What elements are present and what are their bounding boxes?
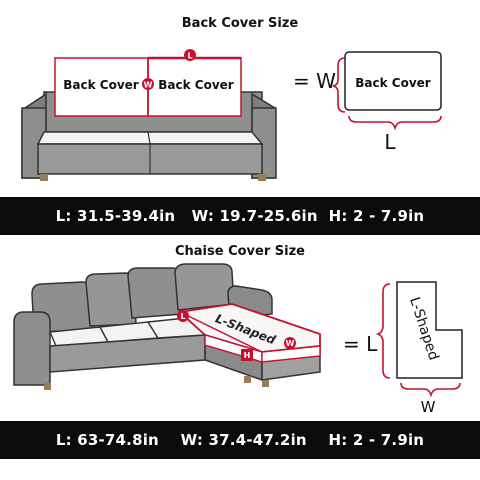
marker-w-badge [142,78,154,90]
chaise-left-arm [13,311,51,386]
spec-height: H: 2 - 7.9in [328,431,425,449]
sofa-top-foot [40,174,48,181]
chaise-marker-l: L [180,312,185,321]
marker-h-badge [241,349,253,361]
cover-label: Back Cover [355,76,431,90]
back-pillow [127,267,183,319]
spec-width: W: 19.7-25.6in [191,207,318,225]
marker-l-badge [177,310,189,322]
marker-w-badge [284,337,296,349]
marker-w: W [144,81,153,90]
brace-w [332,57,346,113]
brace-l [375,283,391,379]
cover-dim-l: L [384,130,396,154]
back-cover-shape [344,51,442,111]
chaise-marker-w: W [286,339,295,348]
marker-l: L [187,52,192,61]
l-shaped-cover-shape [396,281,463,379]
cushion-right-label: Back Cover [158,78,234,92]
sofa-top-foot [258,174,266,181]
spec-width: W: 37.4-47.2in [180,431,307,449]
sofa-top [21,49,277,181]
chaise-cover-title: Chaise Cover Size [174,244,305,259]
equals-l: = L [343,332,378,356]
cover-dim-w: W [421,398,436,416]
chaise-cover-specs-bar: L: 63-74.8in W: 37.4-47.2in H: 2 - 7.9in [0,421,480,459]
back-cover-title: Back Cover Size [181,16,299,31]
spec-length: L: 63-74.8in [55,431,159,449]
spec-length: L: 31.5-39.4in [55,207,176,225]
spec-height: H: 2 - 7.9in [328,207,425,225]
back-cover-specs-bar: L: 31.5-39.4in W: 19.7-25.6in H: 2 - 7.9… [0,197,480,235]
brace-l [348,115,442,131]
back-pillow [174,263,235,311]
equals-w: = W [293,69,336,93]
marker-l-badge [184,49,196,61]
brace-w [400,382,461,398]
sofa-chaise [13,263,321,390]
chaise-marker-h: H [244,351,251,360]
cushion-left-label: Back Cover [63,78,139,92]
